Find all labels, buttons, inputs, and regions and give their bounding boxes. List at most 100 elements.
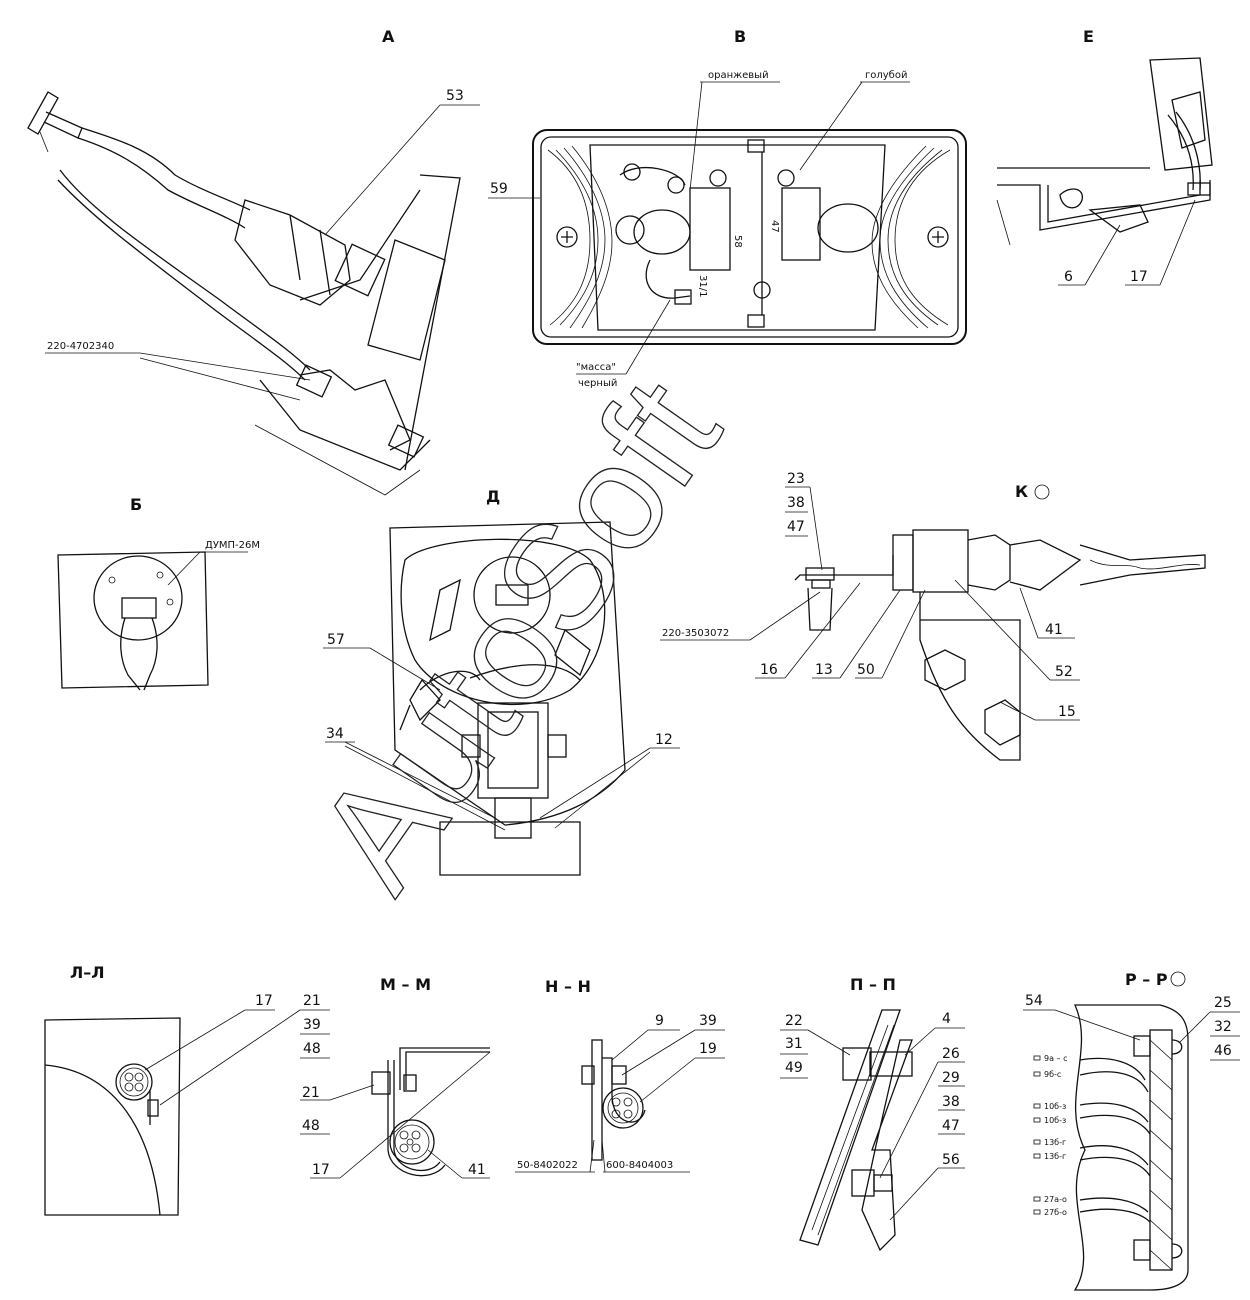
bulb-right xyxy=(817,203,879,253)
a-connector xyxy=(234,199,351,306)
label-d-34: 34 xyxy=(326,726,344,742)
r-terminal-block xyxy=(1149,1029,1173,1271)
label-p-29: 29 xyxy=(942,1070,960,1086)
label-p-38: 38 xyxy=(942,1094,960,1110)
view-e: Е 6 17 xyxy=(996,27,1213,286)
label-k-47: 47 xyxy=(787,519,805,535)
label-p-26: 26 xyxy=(942,1046,960,1062)
section-r-title: Р – Р xyxy=(1125,970,1168,989)
section-l: Л–Л 17 21 39 48 xyxy=(44,963,330,1216)
a-nut xyxy=(334,243,386,297)
socket-left xyxy=(689,187,731,271)
bulb-left xyxy=(633,209,691,255)
label-r-46: 46 xyxy=(1214,1043,1232,1059)
view-d-title: Д xyxy=(486,487,500,506)
label-r-w5: 13б-г xyxy=(1044,1138,1066,1147)
view-d: Д 57 34 12 xyxy=(323,487,680,876)
label-r-w4: 10б-з xyxy=(1044,1116,1066,1125)
label-p-22: 22 xyxy=(785,1013,803,1029)
view-k: К 23 38 47 220-3503072 16 13 50 xyxy=(660,471,1206,761)
screw-left-icon xyxy=(556,226,578,248)
d-lamp-socket xyxy=(473,556,551,634)
section-l-title: Л–Л xyxy=(70,963,105,982)
label-k-16: 16 xyxy=(760,662,778,678)
lamp-housing xyxy=(532,129,967,345)
label-p-4: 4 xyxy=(942,1011,951,1027)
socket-right xyxy=(781,187,821,261)
label-n-part2: 600-8404003 xyxy=(606,1160,673,1171)
label-p-47: 47 xyxy=(942,1118,960,1134)
label-l-39: 39 xyxy=(303,1017,321,1033)
section-p-title: П – П xyxy=(850,975,896,994)
label-r-w7: 27а-о xyxy=(1044,1195,1067,1204)
p-wall xyxy=(799,1009,901,1246)
label-v-black: черный xyxy=(578,378,617,389)
l-panel xyxy=(44,1017,181,1216)
n-harness xyxy=(602,1087,644,1129)
e-bracket xyxy=(997,180,1211,231)
view-e-title: Е xyxy=(1083,27,1094,46)
label-n-39: 39 xyxy=(699,1013,717,1029)
label-a-53: 53 xyxy=(446,88,464,104)
label-k-23: 23 xyxy=(787,471,805,487)
label-r-32: 32 xyxy=(1214,1019,1232,1035)
label-v-47: 47 xyxy=(769,220,780,233)
label-k-38: 38 xyxy=(787,495,805,511)
label-v-31: 31/1 xyxy=(697,275,708,297)
label-n-part1: 50-8402022 xyxy=(517,1160,578,1171)
label-r-w2: 9б-с xyxy=(1044,1070,1061,1079)
label-d-12: 12 xyxy=(655,732,673,748)
label-k-52: 52 xyxy=(1055,664,1073,680)
view-v-title: В xyxy=(734,27,746,46)
label-r-25: 25 xyxy=(1214,995,1232,1011)
label-m-48: 48 xyxy=(302,1118,320,1134)
view-b: Б ДУМП-26М xyxy=(57,495,260,691)
m-harness xyxy=(389,1119,435,1165)
label-r-w6: 13б-г xyxy=(1044,1152,1066,1161)
label-r-w1: 9а – с xyxy=(1044,1054,1067,1063)
label-l-48: 48 xyxy=(303,1041,321,1057)
section-n-title: Н – Н xyxy=(545,977,591,996)
label-b-dump: ДУМП-26М xyxy=(205,540,260,551)
a-rod xyxy=(43,111,83,139)
l-harness xyxy=(115,1063,153,1101)
a-cable-bottom xyxy=(77,137,246,229)
a-bracket xyxy=(367,239,446,361)
label-n-19: 19 xyxy=(699,1041,717,1057)
section-n: Н – Н 9 39 19 50-8402022 600-8404003 xyxy=(515,977,725,1173)
label-l-17: 17 xyxy=(255,993,273,1009)
view-a-title: А xyxy=(382,27,395,46)
label-v-orange: оранжевый xyxy=(708,70,769,81)
screw-right-icon xyxy=(927,226,949,248)
label-e-6: 6 xyxy=(1064,269,1073,285)
label-d-57: 57 xyxy=(327,632,345,648)
d-panel xyxy=(389,521,626,826)
section-m-title: М – М xyxy=(380,975,431,994)
label-v-58: 58 xyxy=(732,235,743,248)
label-a-part: 220-4702340 xyxy=(47,341,114,352)
b-connector xyxy=(121,597,157,619)
label-k-part: 220-3503072 xyxy=(662,628,729,639)
e-panel xyxy=(1149,57,1213,171)
label-r-w3: 10б-з xyxy=(1044,1102,1066,1111)
view-b-title: Б xyxy=(130,495,142,514)
label-m-17: 17 xyxy=(312,1162,330,1178)
label-v-blue: голубой xyxy=(865,70,907,81)
label-k-13: 13 xyxy=(815,662,833,678)
lamp-plate xyxy=(589,144,886,331)
p-bolt-head xyxy=(842,1047,872,1081)
section-m: М – М 21 48 17 41 xyxy=(300,975,491,1179)
view-k-title: К xyxy=(1015,482,1028,501)
rotation-mark-icon xyxy=(1034,484,1050,500)
r-housing xyxy=(1073,1004,1189,1291)
a-tube xyxy=(59,169,311,371)
label-r-54: 54 xyxy=(1025,993,1043,1009)
label-p-49: 49 xyxy=(785,1060,803,1076)
label-k-41: 41 xyxy=(1045,622,1063,638)
label-l-21: 21 xyxy=(303,993,321,1009)
section-r: Р – Р 54 25 32 46 9а – с 9б-с 10б-з 10б-… xyxy=(1023,970,1240,1291)
label-v-59: 59 xyxy=(490,181,508,197)
k-sensor xyxy=(1009,539,1082,591)
